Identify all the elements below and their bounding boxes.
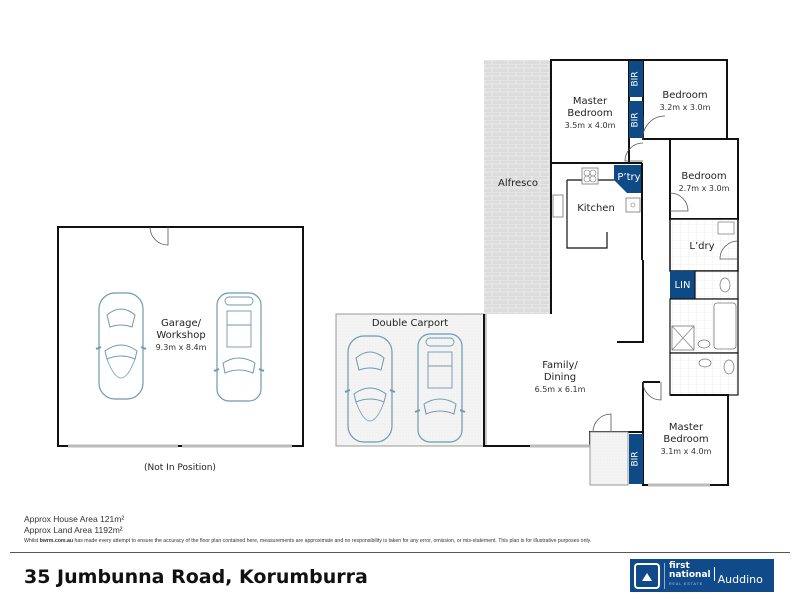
house-area-text: Approx House Area 121m² <box>24 514 125 524</box>
room-label-double-carport: Double Carport <box>371 318 449 329</box>
logo-emblem-icon <box>634 562 660 589</box>
bir-closet-2: BIR <box>629 101 643 138</box>
floor-plan-drawing <box>57 59 739 487</box>
footer-divider <box>10 552 790 553</box>
logo-real-estate: REAL ESTATE <box>669 582 704 586</box>
room-label-kitchen: Kitchen <box>577 203 615 214</box>
garage-position-note: (Not In Position) <box>144 463 216 473</box>
room-label-pantry: P’try <box>617 172 641 183</box>
logo-office-name: Auddino <box>717 573 763 586</box>
land-area-text: Approx Land Area 1192m² <box>24 525 123 535</box>
property-address: 35 Jumbunna Road, Korumburra <box>24 566 368 588</box>
bir-closet-3: BIR <box>629 434 643 484</box>
bir-closet-1: BIR <box>629 61 643 97</box>
agency-logo: first national REAL ESTATE Auddino <box>630 559 774 592</box>
room-label-laundry: L’dry <box>689 241 715 252</box>
room-label-alfresco: Alfresco <box>497 178 538 189</box>
disclaimer-text: Whilst bwrm.com.au has made every attemp… <box>24 538 592 544</box>
room-label-linen: LIN <box>674 280 691 291</box>
logo-first: first <box>669 561 690 571</box>
logo-national: national <box>669 570 711 580</box>
